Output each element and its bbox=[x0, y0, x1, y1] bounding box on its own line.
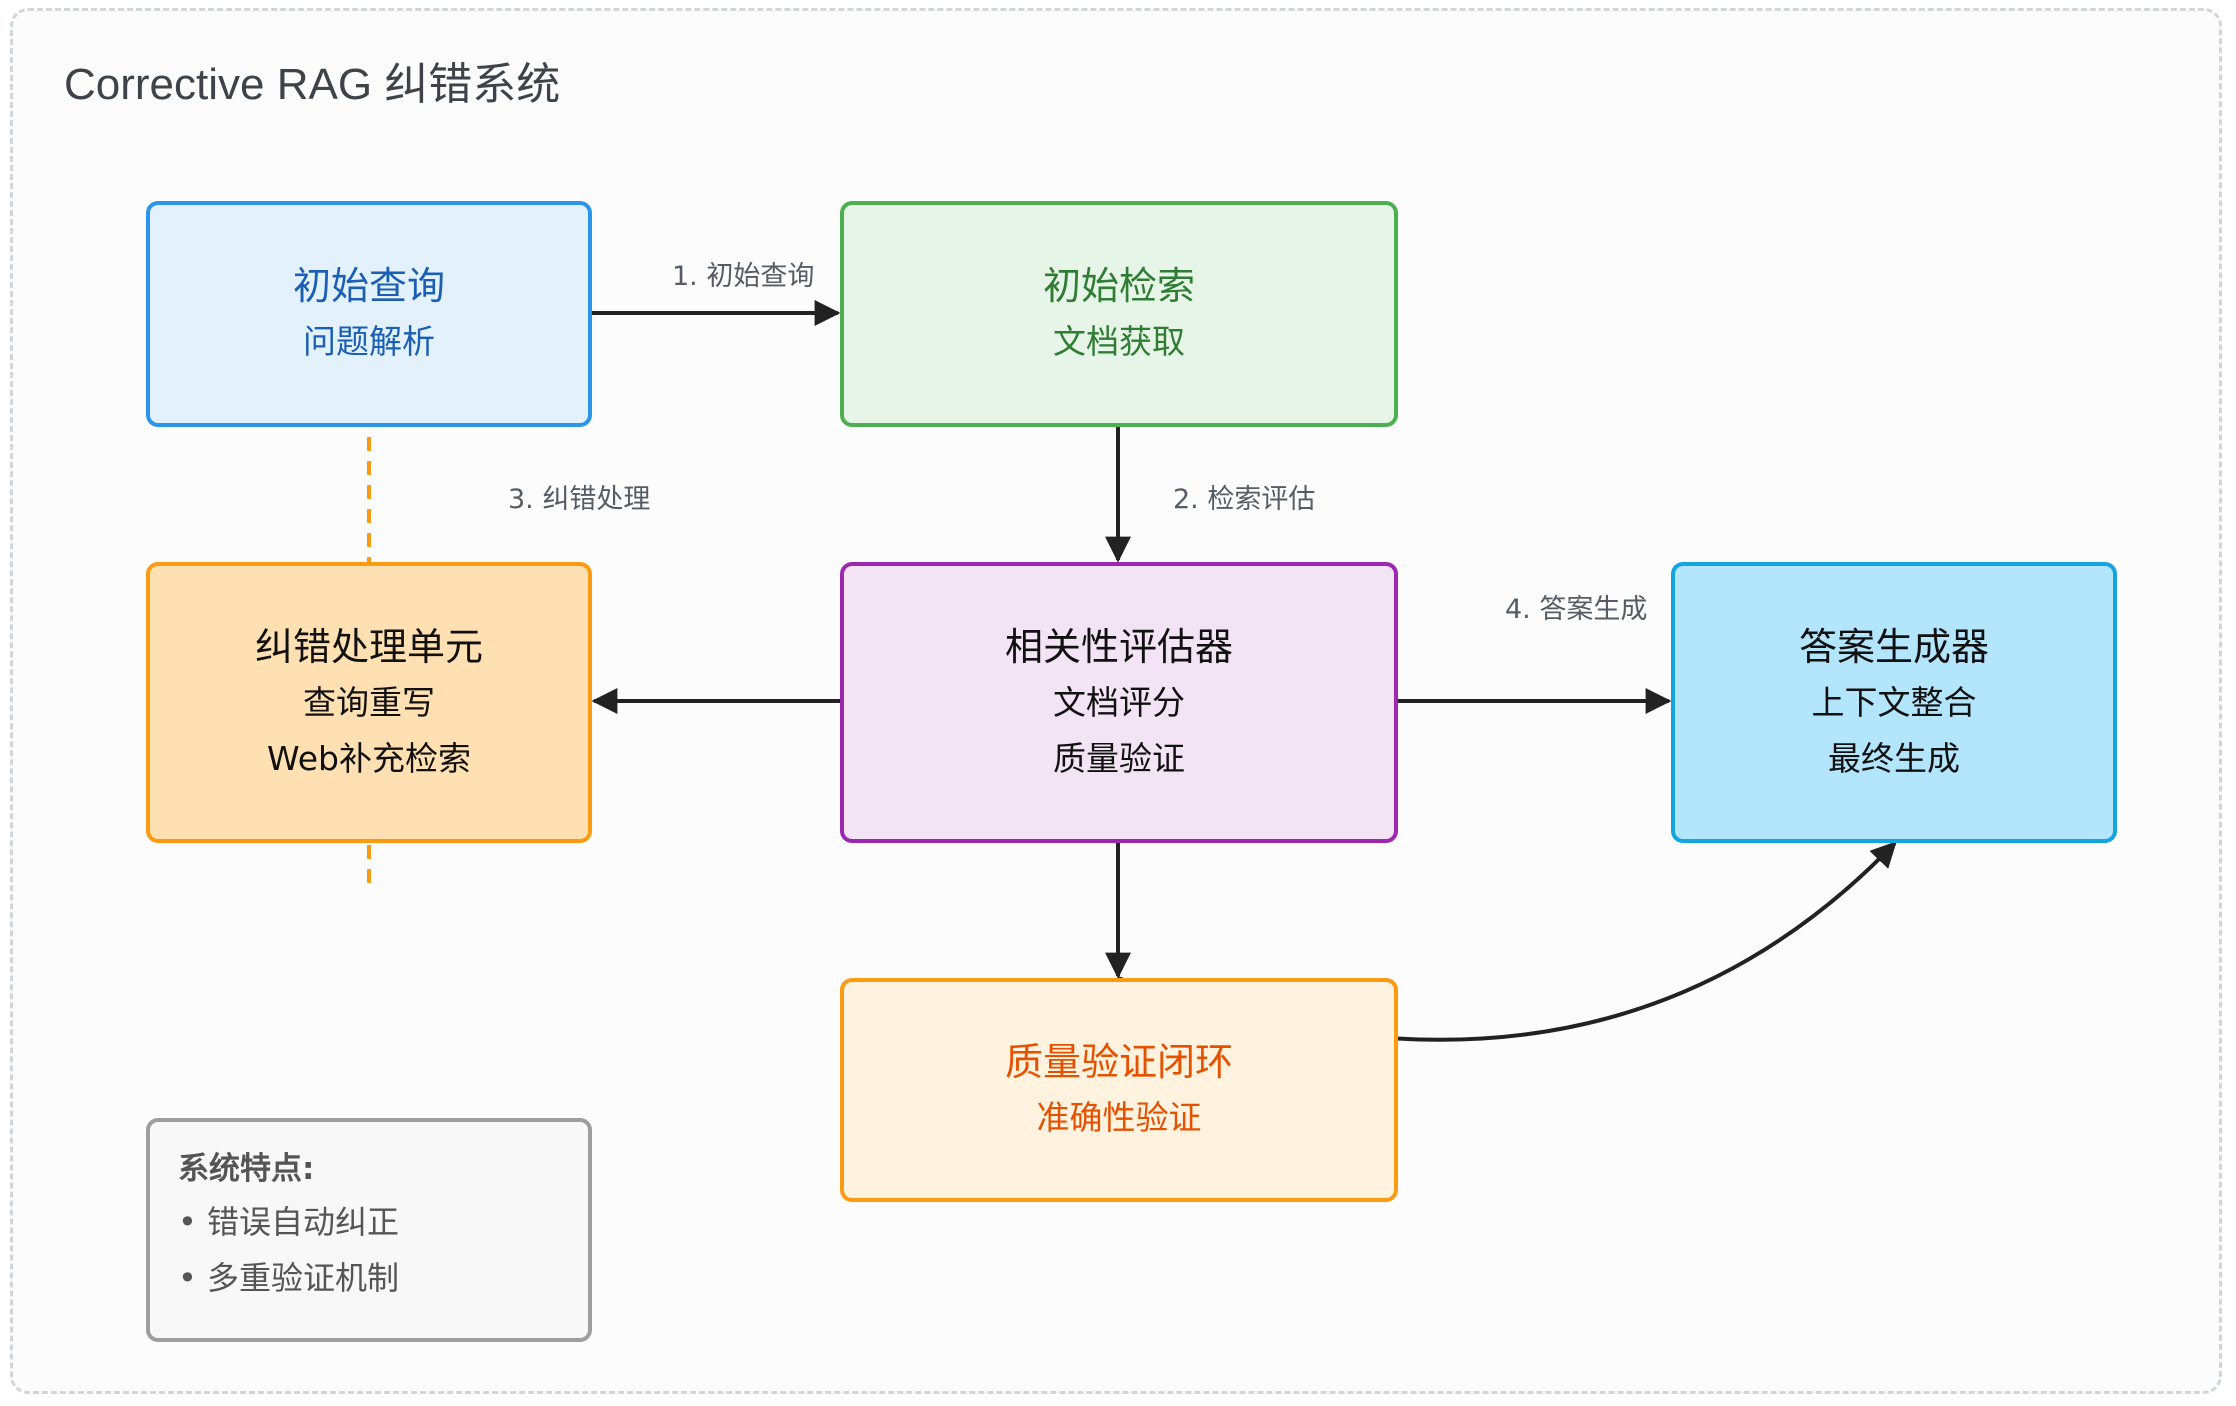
node-line: 准确性验证 bbox=[1036, 1098, 1202, 1137]
node-title: 答案生成器 bbox=[1798, 624, 1989, 669]
node-title: 质量验证闭环 bbox=[1004, 1040, 1233, 1084]
node-line: 最终生成 bbox=[1828, 738, 1960, 778]
features-box: 系统特点: • 错误自动纠正 • 多重验证机制 bbox=[146, 1118, 592, 1342]
node-line: 质量验证 bbox=[1053, 738, 1185, 778]
node-line: 文档获取 bbox=[1053, 322, 1185, 361]
node-title: 初始检索 bbox=[1042, 264, 1195, 308]
node-title: 初始查询 bbox=[292, 264, 445, 308]
edge-label-1: 1. 初始查询 bbox=[672, 261, 814, 292]
features-item: • 错误自动纠正 bbox=[178, 1203, 400, 1241]
edge-label-3: 3. 纠错处理 bbox=[508, 484, 650, 515]
edge-label-2: 2. 检索评估 bbox=[1173, 484, 1315, 515]
node-line: 问题解析 bbox=[303, 322, 435, 361]
node-line: Web补充检索 bbox=[267, 738, 471, 778]
node-quality-loop: 质量验证闭环 准确性验证 bbox=[840, 978, 1398, 1202]
node-initial-query: 初始查询 问题解析 bbox=[146, 201, 592, 427]
features-title: 系统特点: bbox=[178, 1151, 315, 1187]
node-initial-retrieval: 初始检索 文档获取 bbox=[840, 201, 1398, 427]
node-relevance-evaluator: 相关性评估器 文档评分 质量验证 bbox=[840, 562, 1398, 843]
features-item: • 多重验证机制 bbox=[178, 1259, 400, 1297]
node-correction-unit: 纠错处理单元 查询重写 Web补充检索 bbox=[146, 562, 592, 843]
node-line: 查询重写 bbox=[303, 682, 435, 722]
node-answer-generator: 答案生成器 上下文整合 最终生成 bbox=[1671, 562, 2117, 843]
node-line: 文档评分 bbox=[1053, 682, 1185, 722]
node-title: 纠错处理单元 bbox=[254, 624, 483, 669]
diagram-title: Corrective RAG 纠错系统 bbox=[64, 60, 561, 109]
node-title: 相关性评估器 bbox=[1004, 624, 1233, 669]
edge-label-4: 4. 答案生成 bbox=[1505, 594, 1647, 625]
node-line: 上下文整合 bbox=[1811, 682, 1977, 722]
